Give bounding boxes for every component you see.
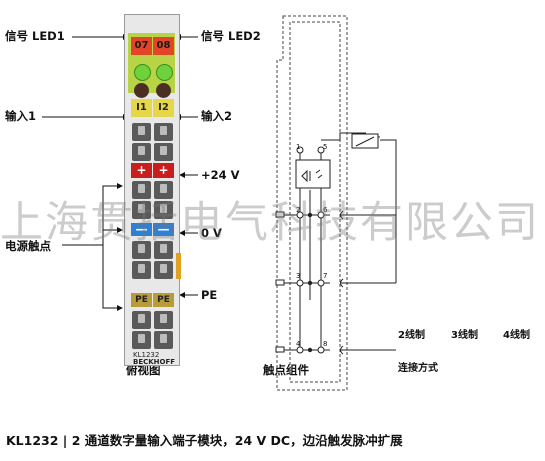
terminal-number: 6 bbox=[323, 206, 328, 214]
terminal-number: 8 bbox=[323, 340, 328, 348]
terminal-number: 7 bbox=[323, 272, 328, 280]
green-led-1 bbox=[134, 64, 151, 81]
clamp-6[interactable] bbox=[154, 181, 173, 199]
schematic-wires bbox=[283, 132, 397, 351]
clamp-2b[interactable] bbox=[132, 201, 151, 219]
label-input2: 输入2 bbox=[201, 109, 233, 123]
terminal-circles bbox=[296, 146, 325, 354]
clamp-2[interactable] bbox=[132, 181, 151, 199]
pe-marker-2: PE bbox=[153, 293, 174, 307]
green-led-2 bbox=[156, 64, 173, 81]
label-connection-method: 连接方式 bbox=[398, 363, 438, 374]
brand-name: BECKHOFF bbox=[133, 358, 176, 366]
label-input1: 输入1 bbox=[5, 109, 37, 123]
terminal-number: 1 bbox=[296, 143, 301, 151]
label-pe: PE bbox=[201, 288, 218, 302]
terminal-number: 2 bbox=[296, 206, 301, 214]
label-contact-assembly: 触点组件 bbox=[263, 363, 309, 377]
dark-led-1 bbox=[134, 83, 149, 98]
clamp-7b[interactable] bbox=[154, 261, 173, 279]
clamp-1[interactable] bbox=[132, 123, 151, 141]
clamp-4b[interactable] bbox=[132, 331, 151, 349]
minus-marker-1: — bbox=[131, 223, 152, 236]
terminal-number: 5 bbox=[323, 143, 328, 151]
plus-marker-2: + bbox=[153, 163, 174, 178]
clamp-3b[interactable] bbox=[132, 261, 151, 279]
pe-marker-1: PE bbox=[131, 293, 152, 307]
terminal-number: 4 bbox=[296, 340, 301, 348]
label-3wire: 3线制 bbox=[451, 330, 478, 341]
led-07: 07 bbox=[131, 37, 152, 55]
clamp-5[interactable] bbox=[154, 123, 173, 141]
label-0v: 0 V bbox=[201, 226, 222, 240]
dark-led-2 bbox=[156, 83, 171, 98]
clamp-8b[interactable] bbox=[154, 331, 173, 349]
terminal-module: 07 08 I1 I2 + + — — PE PE KL1232 BECKHOF… bbox=[124, 14, 181, 366]
led-08: 08 bbox=[153, 37, 174, 55]
input-label-i2: I2 bbox=[153, 99, 174, 117]
figure-caption: KL1232 | 2 通道数字量输入端子模块，24 V DC，边沿触发脉冲扩展 bbox=[6, 433, 403, 448]
label-plus24v: +24 V bbox=[201, 168, 240, 182]
schematic-housing bbox=[276, 15, 348, 391]
clamp-6b[interactable] bbox=[154, 201, 173, 219]
plus-marker-1: + bbox=[131, 163, 152, 178]
clamp-5b[interactable] bbox=[154, 143, 173, 161]
clamp-1b[interactable] bbox=[132, 143, 151, 161]
label-signal-led1: 信号 LED1 bbox=[5, 29, 65, 43]
label-2wire: 2线制 bbox=[398, 330, 425, 341]
clamp-4[interactable] bbox=[132, 311, 151, 329]
clamp-8[interactable] bbox=[154, 311, 173, 329]
model-name: KL1232 bbox=[133, 351, 160, 359]
label-signal-led2: 信号 LED2 bbox=[201, 29, 261, 43]
side-tab bbox=[176, 253, 181, 279]
terminal-number: 3 bbox=[296, 272, 301, 280]
label-4wire: 4线制 bbox=[503, 330, 530, 341]
label-front-view: 俯视图 bbox=[126, 363, 161, 377]
input-label-i1: I1 bbox=[131, 99, 152, 117]
label-power-contacts: 电源触点 bbox=[5, 239, 51, 253]
power-bracket bbox=[102, 185, 120, 309]
minus-marker-2: — bbox=[153, 223, 174, 236]
clamp-3[interactable] bbox=[132, 241, 151, 259]
clamp-7[interactable] bbox=[154, 241, 173, 259]
